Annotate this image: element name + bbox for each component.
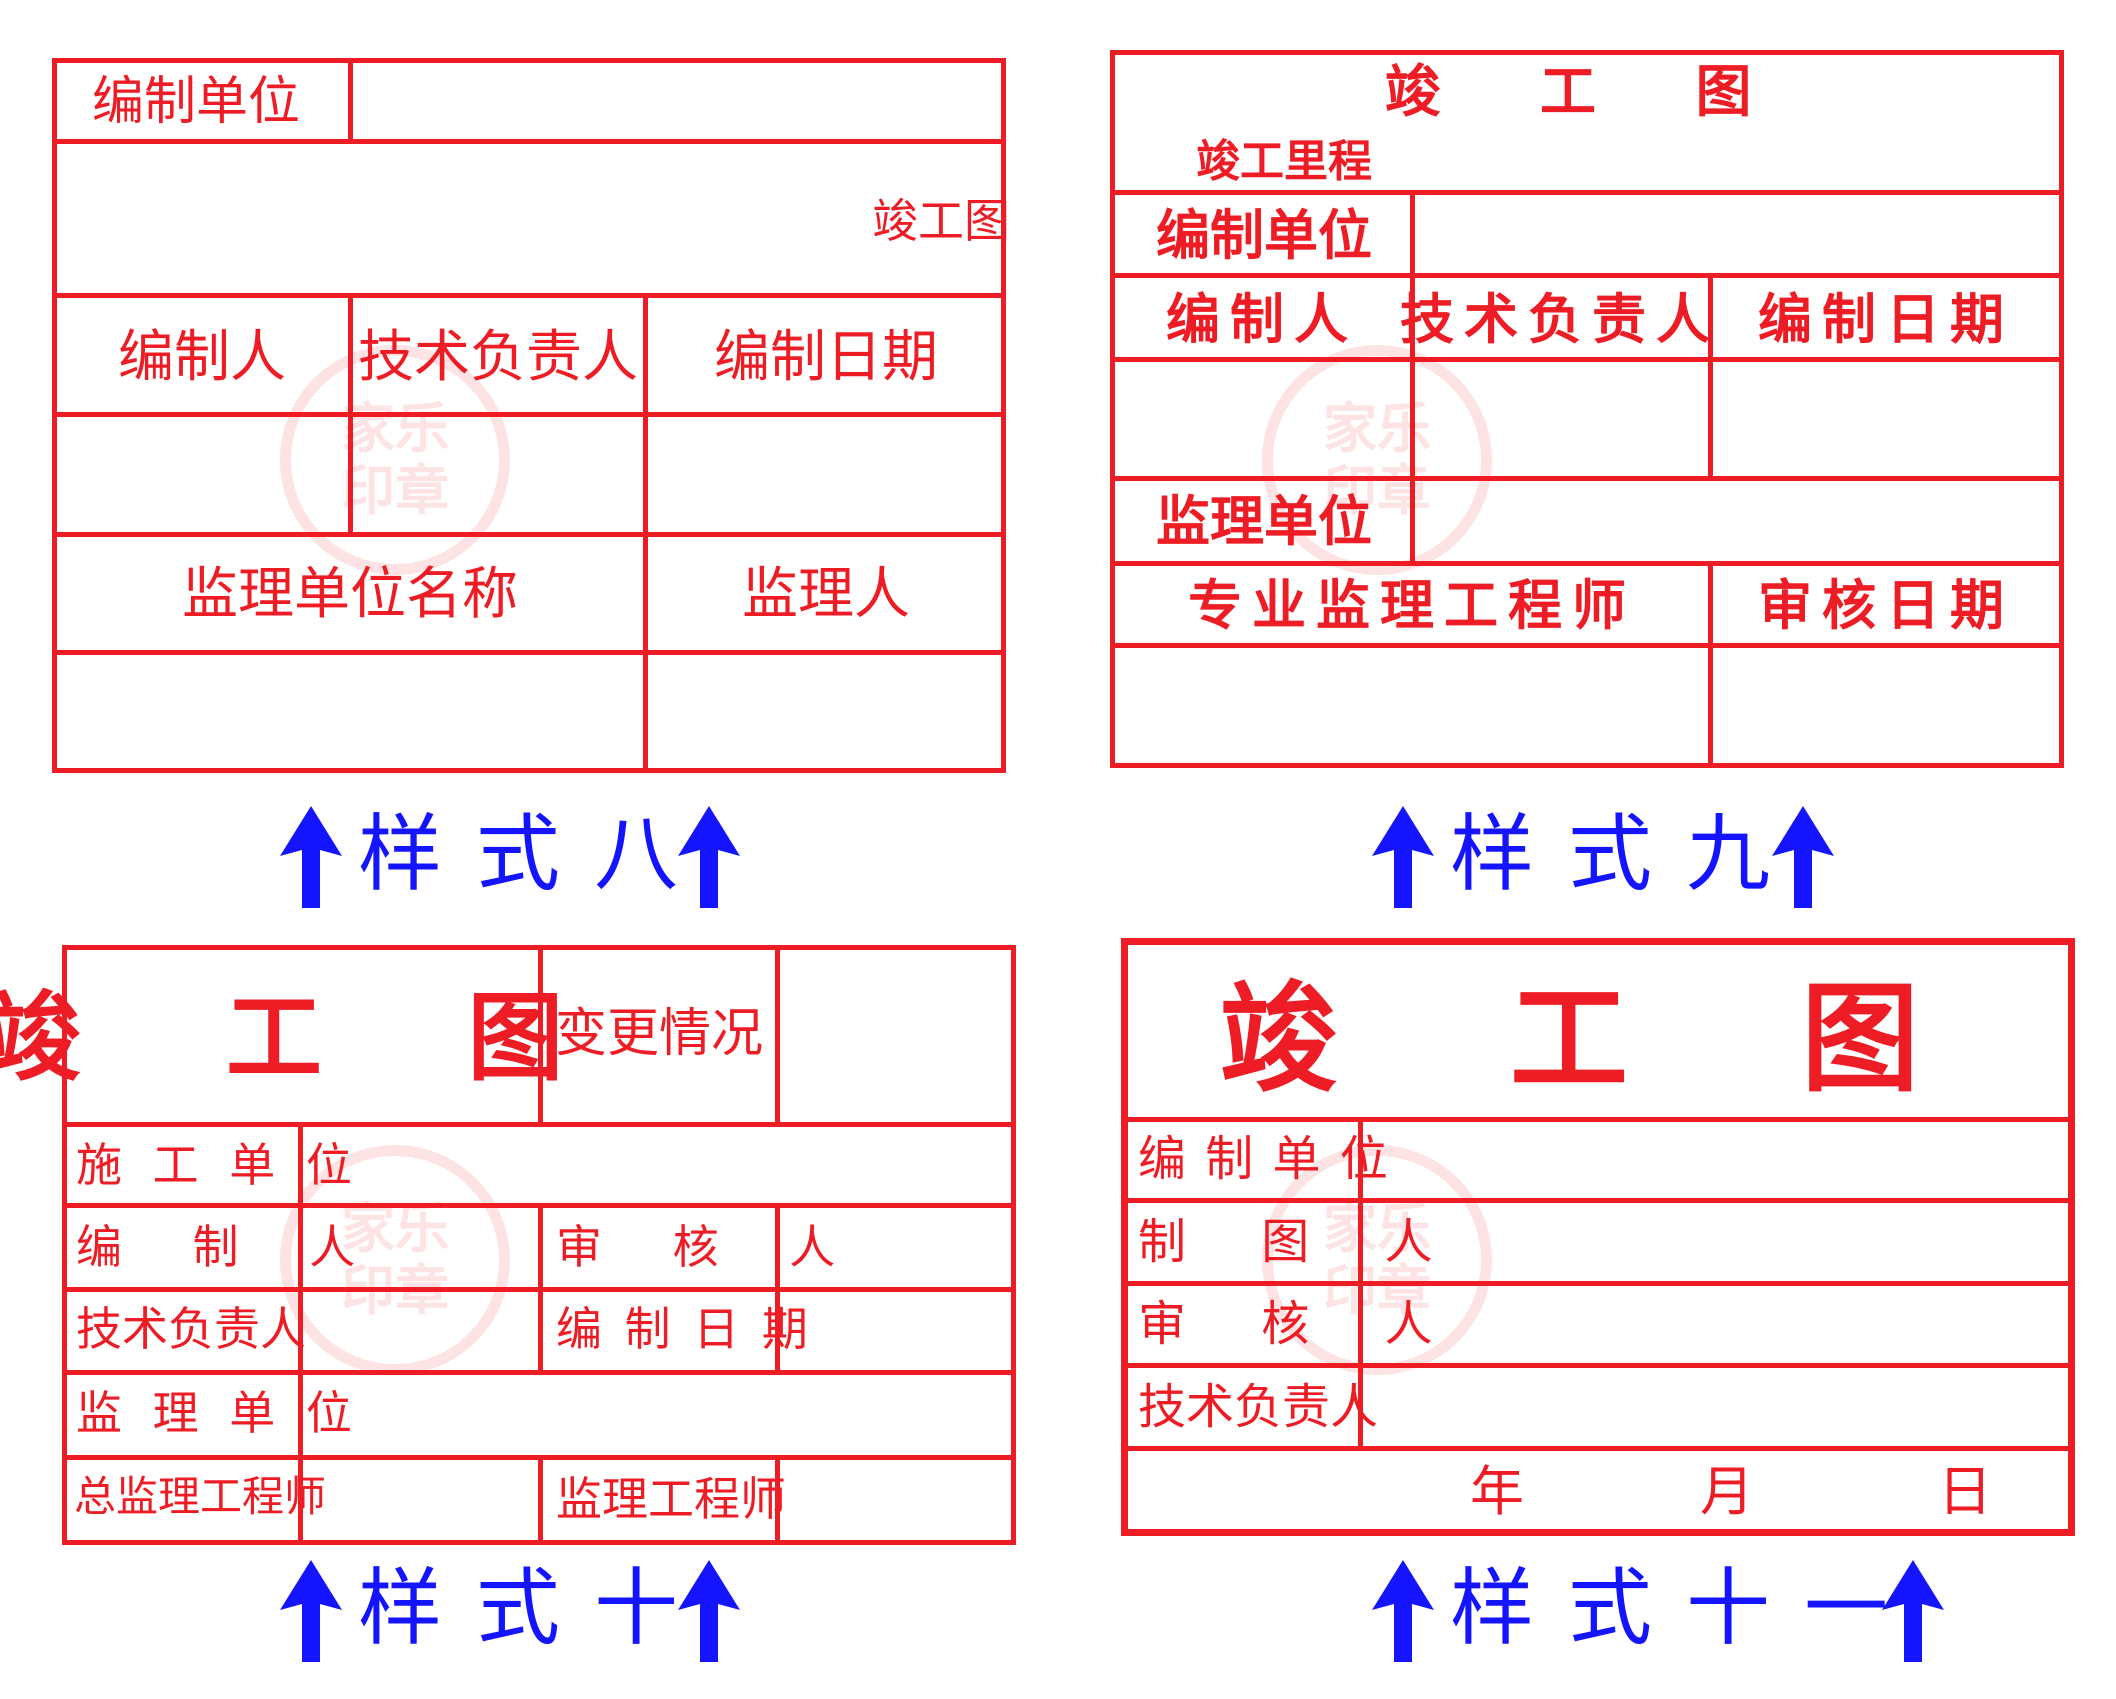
drawing-label: 竣工图 (872, 194, 1010, 248)
up-arrow-icon (1372, 806, 1434, 908)
caption-style-10: 样式十 (358, 1559, 713, 1657)
tech-lead-label: 技术负责人 (76, 1302, 306, 1356)
month-label: 月 (1700, 1460, 1754, 1523)
stamp-title: 竣 工 图 (1384, 59, 1792, 125)
watermark-text: 家乐 (1323, 1196, 1431, 1260)
watermark-text: 家乐 (341, 1196, 449, 1260)
divider (1121, 1198, 2075, 1203)
divider (538, 945, 543, 1127)
up-arrow-icon (1772, 806, 1834, 908)
compile-date-label: 编 制 日 期 (556, 1302, 812, 1356)
unit-label: 编制单位 (1156, 203, 1372, 267)
mileage-label: 竣工里程 (1196, 136, 1372, 187)
stamp-title: 竣 工 图 (1218, 969, 1986, 1108)
up-arrow-icon (280, 1560, 342, 1662)
stamp-frame (1110, 50, 2064, 768)
divider (775, 1203, 780, 1375)
up-arrow-icon (678, 1560, 740, 1662)
up-arrow-icon (1882, 1560, 1944, 1662)
watermark-text: 印章 (1323, 459, 1431, 522)
compile-date-header: 编制日期 (1758, 287, 2014, 351)
watermark-text: 印章 (341, 459, 449, 522)
up-arrow-icon (280, 806, 342, 908)
divider (643, 293, 648, 773)
caption-style-8: 样式八 (358, 805, 713, 903)
stamp-title: 竣 工 图 (0, 981, 620, 1094)
engineer-label: 专业监理工程师 (1188, 573, 1636, 637)
divider (1110, 561, 2064, 566)
watermark-seal: 家乐 印章 (1262, 1145, 1492, 1375)
engineer-label: 监理工程师 (556, 1472, 786, 1526)
reviewer-label: 审 核 人 (556, 1220, 864, 1274)
divider (1410, 190, 1415, 481)
divider (348, 58, 353, 144)
divider (1121, 1446, 2075, 1451)
tech-lead-header: 技术负责人 (1400, 287, 1720, 351)
divider (52, 139, 1006, 144)
divider (1121, 1117, 2075, 1122)
divider (538, 1455, 543, 1545)
caption-style-9: 样式九 (1450, 805, 1805, 903)
up-arrow-icon (678, 806, 740, 908)
year-label: 年 (1470, 1460, 1524, 1523)
supervision-unit-label: 监 理 单 位 (76, 1386, 360, 1440)
watermark-seal: 家乐 印章 (280, 1145, 510, 1375)
tech-lead-label: 技术负责人 (1138, 1379, 1379, 1435)
divider (775, 945, 780, 1127)
watermark-text: 家乐 (1323, 396, 1431, 460)
watermark-seal: 家乐 印章 (1262, 345, 1492, 575)
divider (1708, 561, 1713, 768)
divider (1110, 190, 2064, 195)
day-label: 日 (1938, 1460, 1992, 1523)
divider (52, 412, 1006, 417)
divider (52, 293, 1006, 298)
supervisor-label: 监理人 (742, 562, 910, 627)
watermark-text: 印章 (1323, 1259, 1431, 1322)
divider (52, 532, 1006, 537)
compiler-header: 编制人 (1166, 287, 1358, 351)
divider (1110, 273, 2064, 278)
divider (538, 1203, 543, 1375)
divider (775, 1455, 780, 1545)
chief-engineer-label: 总监理工程师 (74, 1472, 327, 1521)
unit-label: 编制单位 (92, 72, 301, 132)
divider (1110, 476, 2064, 481)
review-date-label: 审核日期 (1758, 573, 2014, 637)
watermark-text: 家乐 (341, 396, 449, 460)
divider (52, 650, 1006, 655)
divider (1121, 1281, 2075, 1286)
supervision-unit-name-label: 监理单位名称 (182, 562, 518, 627)
divider (1708, 273, 1713, 481)
divider (1121, 1363, 2075, 1368)
up-arrow-icon (1372, 1560, 1434, 1662)
divider (298, 1122, 303, 1545)
watermark-text: 印章 (341, 1259, 449, 1322)
stamp-frame (1121, 938, 2075, 1536)
watermark-seal: 家乐 印章 (280, 345, 510, 575)
change-label: 变更情况 (554, 1004, 764, 1064)
construction-unit-label: 施 工 单 位 (76, 1138, 360, 1192)
compile-date-header: 编制日期 (714, 325, 938, 390)
compiler-header: 编制人 (118, 325, 286, 390)
divider (1110, 357, 2064, 362)
divider (1110, 643, 2064, 648)
caption-style-11: 样式十一 (1450, 1559, 1923, 1657)
